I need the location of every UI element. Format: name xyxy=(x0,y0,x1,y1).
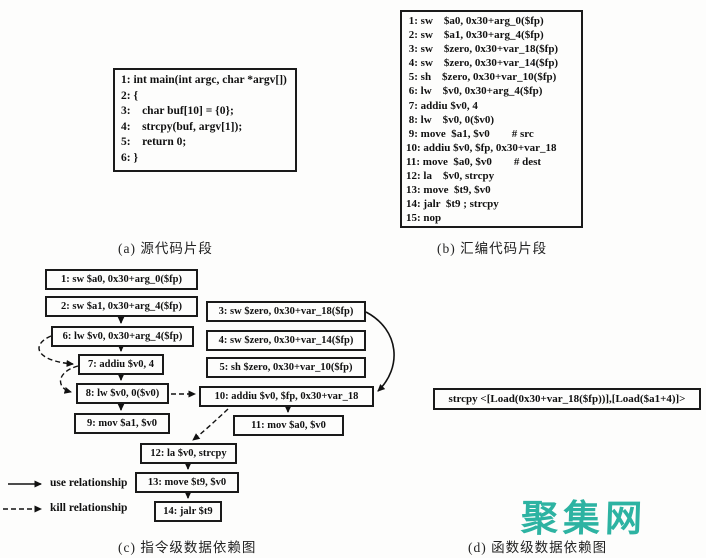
node-instr-1: 1: sw $a0, 0x30+arg_0($fp) xyxy=(45,269,198,290)
source-code-box: 1: int main(int argc, char *argv[])2: {3… xyxy=(113,68,297,172)
node-instr-2: 2: sw $a1, 0x30+arg_4($fp) xyxy=(45,296,198,317)
node-instr-9: 9: mov $a1, $v0 xyxy=(74,413,170,434)
node-instr-5: 5: sh $zero, 0x30+var_10($fp) xyxy=(206,357,366,378)
legend-use-label: use relationship xyxy=(50,477,128,489)
node-instr-12: 12: la $v0, strcpy xyxy=(140,443,237,464)
node-instr-8: 8: lw $v0, 0($v0) xyxy=(76,383,169,404)
legend-kill-label: kill relationship xyxy=(50,502,128,514)
node-instr-11: 11: mov $a0, $v0 xyxy=(233,415,344,436)
node-instr-7: 7: addiu $v0, 4 xyxy=(78,354,164,375)
strcpy-function-node: strcpy <[Load(0x30+var_18($fp))],[Load($… xyxy=(433,388,701,410)
node-instr-10: 10: addiu $v0, $fp, 0x30+var_18 xyxy=(199,386,374,407)
node-instr-6: 6: lw $v0, 0x30+arg_4($fp) xyxy=(51,326,194,347)
node-instr-4: 4: sw $zero, 0x30+var_14($fp) xyxy=(206,330,366,351)
caption-b: (b) 汇编代码片段 xyxy=(437,241,548,256)
watermark-juji-logo: 聚集网 xyxy=(520,497,648,540)
assembly-code-box: 1: sw $a0, 0x30+arg_0($fp) 2: sw $a1, 0x… xyxy=(400,10,583,228)
node-instr-3: 3: sw $zero, 0x30+var_18($fp) xyxy=(206,301,366,322)
node-instr-13: 13: move $t9, $v0 xyxy=(135,472,239,493)
caption-a: (a) 源代码片段 xyxy=(118,241,213,256)
caption-c: (c) 指令级数据依赖图 xyxy=(118,540,257,555)
node-instr-14: 14: jalr $t9 xyxy=(154,501,222,522)
caption-d: (d) 函数级数据依赖图 xyxy=(468,540,608,555)
